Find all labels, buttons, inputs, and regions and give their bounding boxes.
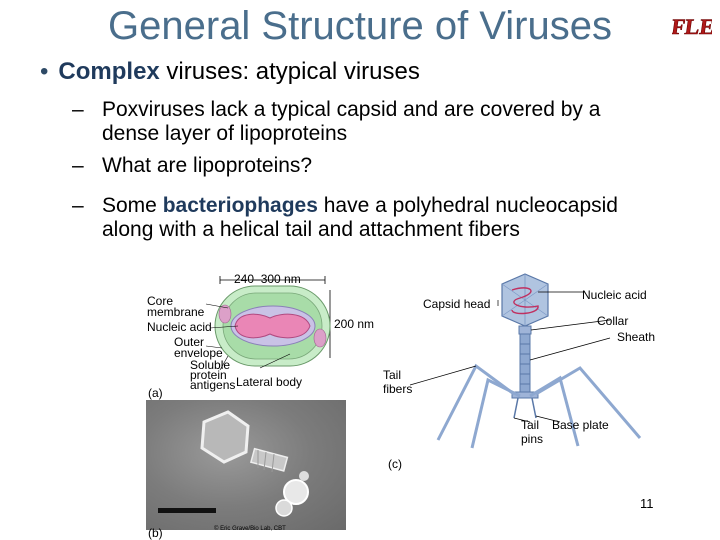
sub-bullet-bacteriophages: – Some bacteriophages have a polyhedral …	[72, 194, 618, 242]
sub-bullet-poxviruses: – Poxviruses lack a typical capsid and a…	[72, 98, 600, 146]
bullet-bold: Complex	[58, 58, 159, 85]
slide-title: General Structure of Viruses	[0, 4, 720, 49]
pox-nucleic-acid-label: Nucleic acid	[147, 320, 212, 334]
flex-logo-icon: FLEX	[672, 10, 712, 40]
sub-line: What are lipoproteins?	[102, 154, 312, 178]
bacteriophages-term: bacteriophages	[163, 194, 318, 217]
phage-sheath-label: Sheath	[617, 330, 655, 344]
pox-core-membrane-label: Core membrane	[147, 296, 204, 318]
bullet-dot: •	[40, 58, 48, 85]
pox-part-b-label: (b)	[148, 526, 163, 540]
pox-soluble-protein-label: Soluble protein antigens	[190, 360, 235, 390]
slide-number: 11	[640, 496, 654, 511]
svg-text:FLEX: FLEX	[672, 14, 712, 39]
pox-part-a-label: (a)	[148, 386, 163, 400]
pox-size-top: 240–300 nm	[234, 272, 301, 286]
sub-line: dense layer of lipoproteins	[102, 122, 600, 146]
pox-size-right: 200 nm	[334, 317, 374, 331]
phage-capsid-head-label: Capsid head	[423, 297, 490, 311]
phage-collar-label: Collar	[597, 314, 628, 328]
electron-micrograph	[146, 400, 346, 530]
photo-credit: © Eric Grave/Bio Lab, CBT	[214, 526, 286, 532]
phage-base-plate-label: Base plate	[552, 418, 609, 432]
sub-line: along with a helical tail and attachment…	[102, 218, 618, 242]
phage-tail-pins-label: Tail pins	[521, 418, 543, 446]
phage-part-c-label: (c)	[388, 457, 402, 471]
main-bullet: • Complex viruses: atypical viruses	[40, 58, 420, 86]
phage-nucleic-acid-label: Nucleic acid	[582, 288, 647, 302]
pox-lateral-body-label: Lateral body	[236, 375, 302, 389]
phage-tail-fibers-label: Tail fibers	[383, 368, 412, 396]
micrograph-image	[146, 400, 346, 530]
pox-outer-envelope-label: Outer envelope	[174, 337, 223, 359]
sub-bullet-lipoproteins: – What are lipoproteins?	[72, 154, 312, 178]
sub-line: Poxviruses lack a typical capsid and are…	[102, 98, 600, 122]
bullet-text: viruses: atypical viruses	[160, 58, 420, 85]
